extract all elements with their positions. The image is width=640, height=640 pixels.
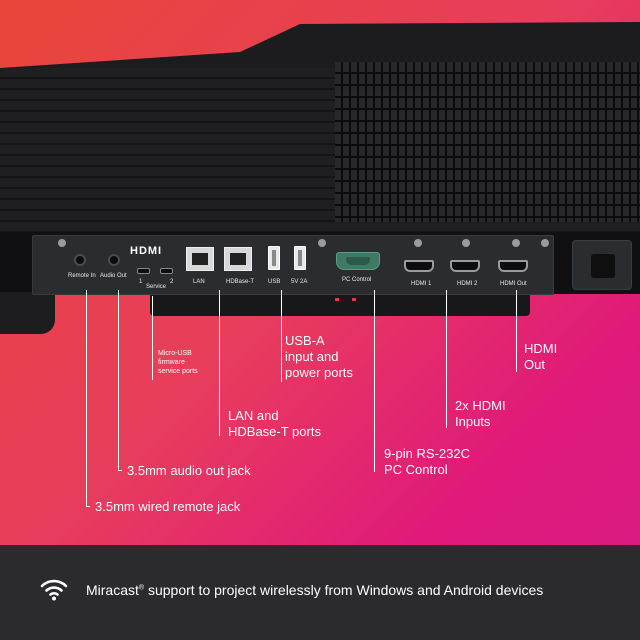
status-led: [335, 298, 339, 301]
hdmi-2-label: HDMI 2: [457, 281, 478, 287]
lan-port: [186, 247, 214, 271]
callout-line: Inputs: [455, 414, 491, 429]
projector-foot: [0, 292, 55, 334]
screw-icon: [318, 239, 326, 247]
audio-out-callout: 3.5mm audio out jack: [127, 463, 251, 478]
audio-out-label: Audio Out: [100, 273, 127, 279]
audio-callout-tick: [118, 470, 122, 471]
power-socket: [572, 240, 632, 290]
callout-line: Out: [524, 357, 545, 372]
hdbase-t-port: [224, 247, 252, 271]
callout-line: PC Control: [384, 462, 448, 477]
footer-text: Miracast® support to project wirelessly …: [86, 582, 543, 598]
wifi-icon: [40, 579, 68, 601]
callout-line: 9-pin RS-232C: [384, 446, 470, 461]
remote-callout-line: [86, 290, 87, 507]
hdmi-out-callout-line: [516, 290, 517, 372]
callout-line: input and: [285, 349, 339, 364]
usb-a-callout: USB-A input and power ports: [285, 333, 353, 381]
hdbase-t-label: HDBase-T: [226, 279, 255, 285]
projector-lower-lip: [150, 294, 530, 316]
micro-usb-port-2: [160, 268, 173, 274]
hdmi-out-callout: HDMI Out: [524, 341, 557, 373]
callout-line: HDBase-T ports: [228, 424, 321, 439]
usb-callout-line: [281, 290, 282, 382]
micro-usb-callout: Micro-USB firmware service ports: [158, 349, 198, 376]
hdmi-out-port: [498, 260, 528, 272]
micro-usb-callout-line: [152, 296, 153, 380]
miracast-brand: Miracast: [86, 582, 139, 598]
usb-port: [268, 246, 280, 270]
power-socket-icon: [591, 254, 615, 278]
lan-label: LAN: [193, 279, 205, 285]
service-label: Service: [146, 284, 167, 290]
audio-callout-line: [118, 290, 119, 471]
callout-line: HDMI: [524, 341, 558, 356]
callout-line: service ports: [158, 368, 198, 375]
remote-in-label: Remote In: [68, 273, 96, 279]
rs232-port: [336, 252, 380, 270]
callout-line: LAN and: [228, 408, 279, 423]
lan-hdbaset-callout: LAN and HDBase-T ports: [228, 408, 321, 440]
hdmi-2-port: [450, 260, 480, 272]
usb-label: USB: [268, 279, 281, 285]
callout-line: 2x HDMI: [455, 398, 506, 413]
screw-icon: [58, 239, 66, 247]
lan-callout-line: [219, 290, 220, 436]
hdmi-inputs-callout-line: [446, 290, 447, 428]
rs232-callout-line: [374, 290, 375, 472]
hdmi-logo: HDMI: [130, 245, 163, 257]
service-port-1-number: 1: [139, 279, 143, 285]
remote-in-jack: [74, 254, 86, 266]
screw-icon: [512, 239, 520, 247]
usb-power-label: 5V 2A: [291, 279, 308, 285]
micro-usb-port-1: [137, 268, 150, 274]
footer-description: support to project wirelessly from Windo…: [144, 582, 544, 598]
hdmi-inputs-callout: 2x HDMI Inputs: [455, 398, 506, 430]
screw-icon: [462, 239, 470, 247]
footer-bar: [0, 545, 640, 640]
remote-callout: 3.5mm wired remote jack: [95, 499, 241, 514]
registered-mark: ®: [138, 584, 145, 592]
callout-line: firmware: [158, 359, 185, 366]
pc-control-label: PC Control: [342, 277, 372, 283]
usb-power-port: [294, 246, 306, 270]
hdmi-out-label: HDMI Out: [500, 281, 527, 287]
callout-line: Micro-USB: [158, 350, 192, 357]
vent-grille: [335, 62, 640, 222]
screw-icon: [541, 239, 549, 247]
remote-callout-tick: [86, 506, 90, 507]
callout-line: USB-A: [285, 333, 325, 348]
hdmi-1-label: HDMI 1: [411, 281, 432, 287]
screw-icon: [414, 239, 422, 247]
service-port-2-number: 2: [170, 279, 174, 285]
audio-out-jack: [108, 254, 120, 266]
hdmi-1-port: [404, 260, 434, 272]
callout-line: power ports: [285, 365, 353, 380]
rs232-callout: 9-pin RS-232C PC Control: [384, 446, 470, 478]
status-led: [352, 298, 356, 301]
